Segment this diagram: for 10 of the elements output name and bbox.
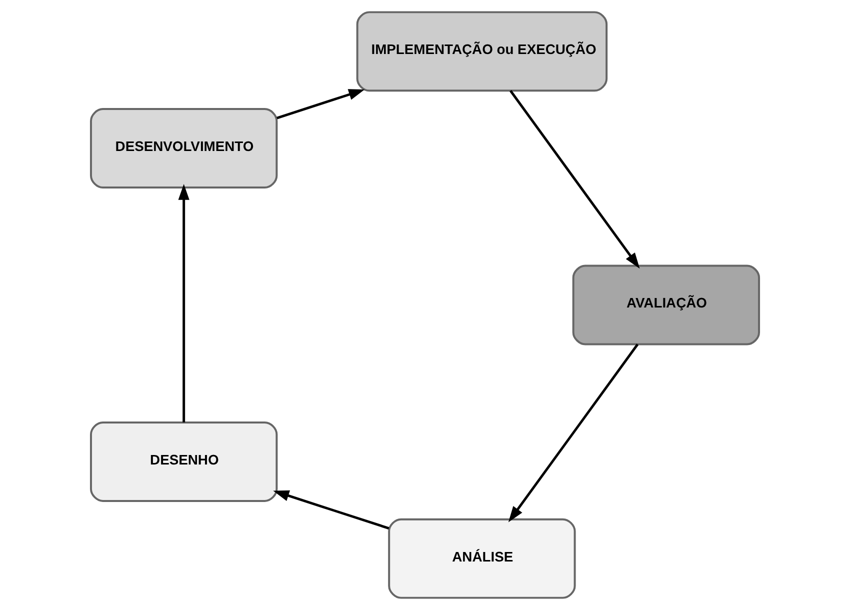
arrow [508, 344, 638, 522]
arrow [276, 89, 364, 120]
node-box: ANÁLISE [388, 518, 576, 599]
node-box: DESENVOLVIMENTO [89, 108, 278, 188]
node-box: DESENHO [89, 422, 278, 502]
node-box: AVALIAÇÃO [572, 264, 760, 346]
arrow [509, 90, 640, 269]
arrow [178, 184, 189, 422]
arrow [272, 490, 389, 530]
node-box: IMPLEMENTAÇÃO ou EXECUÇÃO [356, 11, 608, 92]
